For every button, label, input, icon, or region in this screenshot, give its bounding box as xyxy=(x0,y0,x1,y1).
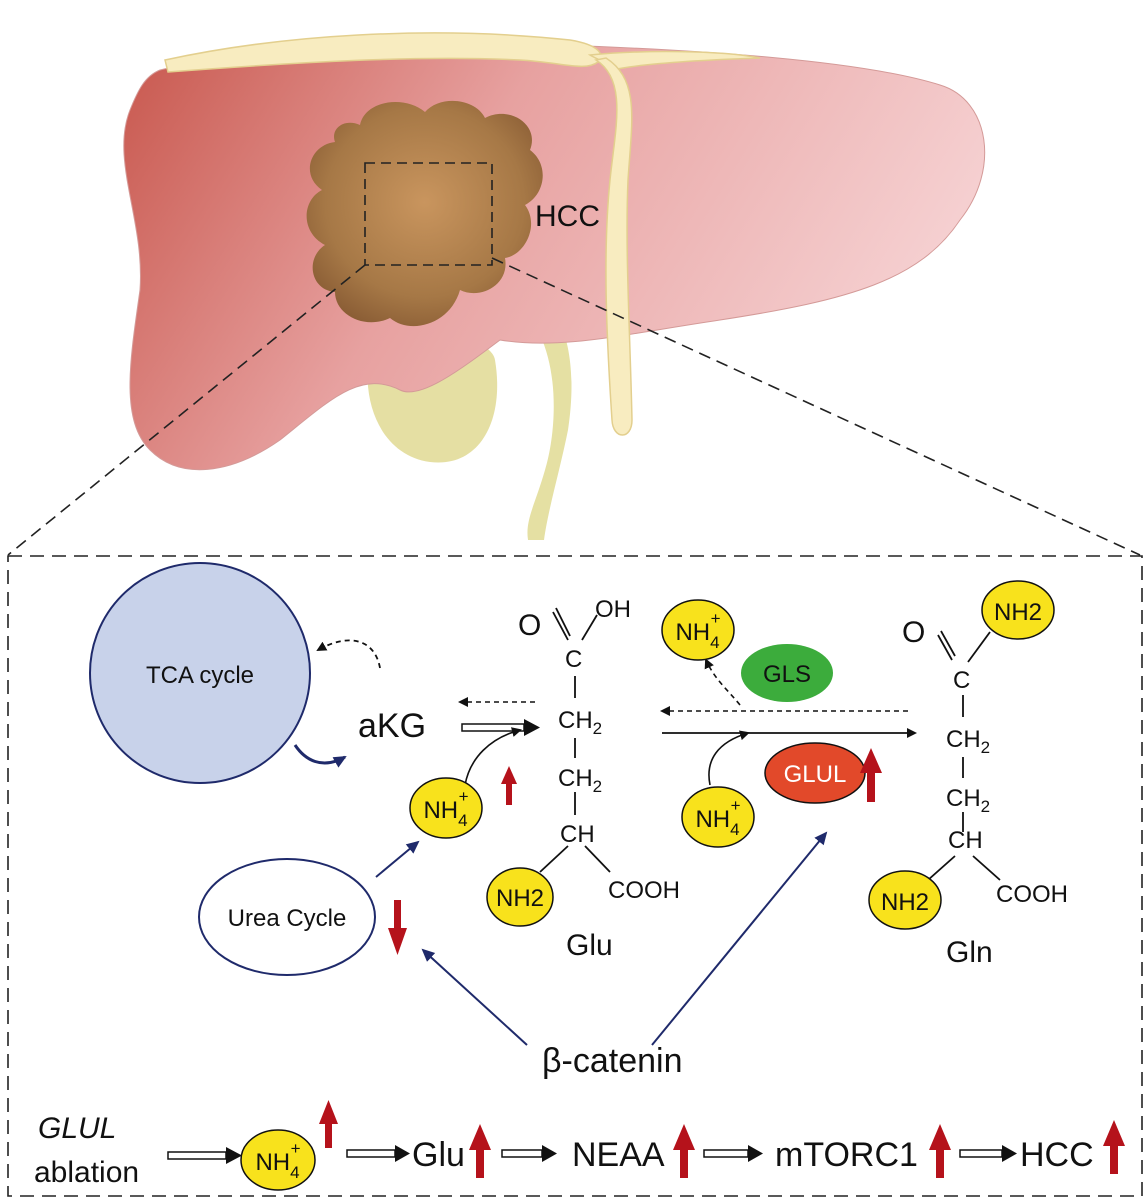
gln-ch2-b: CH2 xyxy=(946,785,990,816)
svg-text:NH4+: NH4+ xyxy=(675,609,720,652)
svg-text:NH4+: NH4+ xyxy=(695,796,740,839)
ligament-shape xyxy=(594,57,633,436)
glutamine-structure xyxy=(927,630,1001,881)
cascade-arrow-2 xyxy=(346,1145,410,1162)
cascade-step-glu: Glu xyxy=(412,1136,465,1174)
bile-duct-shape xyxy=(510,285,572,540)
cascade-ammonium-badge: NH4+ xyxy=(240,1129,316,1191)
cascade-arrow-5 xyxy=(959,1145,1017,1162)
beta-catenin-to-glul-arrow xyxy=(651,831,828,1046)
tca-exit-arc xyxy=(293,744,347,768)
glu-c: C xyxy=(565,646,582,673)
gln-cooh: COOH xyxy=(996,881,1068,908)
ammonium-badge-gls: NH4+ xyxy=(661,599,735,661)
ammonium-badge-akg: NH4+ xyxy=(409,777,483,839)
amine-badge-glu: NH2 xyxy=(486,867,554,927)
gln-c: C xyxy=(953,667,970,694)
svg-text:NH2: NH2 xyxy=(994,599,1042,626)
glu-cooh: COOH xyxy=(608,877,680,904)
urea-cycle-label: Urea Cycle xyxy=(228,905,347,932)
amine-badge-gln: NH2 xyxy=(868,870,942,930)
amine-badge-gln-top: NH2 xyxy=(981,580,1055,640)
cascade-step-mtorc1: mTORC1 xyxy=(775,1136,918,1174)
zoom-panel xyxy=(7,555,1143,1197)
ammonium-to-glul-arc xyxy=(708,730,750,786)
glul-enzyme-badge: GLUL xyxy=(764,742,866,804)
svg-text:NH2: NH2 xyxy=(881,889,929,916)
svg-text:NH4+: NH4+ xyxy=(255,1139,300,1182)
gln-name: Gln xyxy=(946,936,993,969)
up-arrow-glul xyxy=(860,748,882,802)
svg-text:GLUL: GLUL xyxy=(784,761,847,788)
gln-ch2-a: CH2 xyxy=(946,726,990,757)
glutamate-structure xyxy=(539,607,611,873)
glu-ch: CH xyxy=(560,821,595,848)
glul-gene-label: GLUL xyxy=(38,1112,116,1145)
cascade-up-arrow-hcc xyxy=(1103,1120,1125,1174)
tca-cycle-label: TCA cycle xyxy=(146,662,254,689)
gln-ch: CH xyxy=(948,827,983,854)
hcc-tumor-shape xyxy=(306,100,543,327)
gln-o: O xyxy=(902,616,925,649)
akg-to-glu-hollow-arrow xyxy=(461,719,540,736)
cascade-arrow-4 xyxy=(703,1145,763,1162)
zoom-line-right xyxy=(491,257,1141,556)
svg-text:NH2: NH2 xyxy=(496,885,544,912)
svg-text:GLS: GLS xyxy=(763,661,811,688)
ammonium-badge-glul: NH4+ xyxy=(681,786,755,848)
cascade-up-arrow-ammonium xyxy=(319,1100,338,1148)
glu-name: Glu xyxy=(566,929,613,962)
glu-oh: OH xyxy=(595,596,631,623)
zoom-box xyxy=(364,162,493,266)
beta-catenin-to-urea-arrow xyxy=(421,948,528,1046)
svg-text:NH4+: NH4+ xyxy=(423,787,468,830)
ablation-label: ablation xyxy=(34,1156,139,1189)
akg-to-tca-dashed-arrow xyxy=(316,639,381,669)
cascade-step-hcc: HCC xyxy=(1020,1136,1094,1174)
akg-label: aKG xyxy=(358,707,426,745)
zoom-line-left xyxy=(7,264,366,556)
beta-catenin-label: β-catenin xyxy=(542,1042,683,1080)
cascade-step-neaa: NEAA xyxy=(572,1136,665,1174)
gls-enzyme-badge: GLS xyxy=(741,644,833,702)
cascade-up-arrow-glu xyxy=(469,1124,491,1178)
nh4-to-akg-arc xyxy=(464,727,522,786)
cascade-up-arrow-mtorc1 xyxy=(929,1124,951,1178)
cascade-arrow-1 xyxy=(167,1147,242,1164)
gls-ammonium-release-arc xyxy=(704,658,741,706)
cascade-arrow-3 xyxy=(501,1145,557,1162)
glu-ch2-b: CH2 xyxy=(558,765,602,796)
cascade-up-arrow-neaa xyxy=(673,1124,695,1178)
urea-cycle-node xyxy=(198,858,376,976)
tca-cycle-node xyxy=(89,562,311,784)
glu-ch2-a: CH2 xyxy=(558,707,602,738)
liver-illustration: HCC xyxy=(123,32,986,540)
glu-o: O xyxy=(518,609,541,642)
urea-to-ammonium-arrow xyxy=(375,840,420,878)
down-arrow-urea xyxy=(388,900,407,955)
up-arrow-ammonium xyxy=(501,766,517,805)
hcc-label: HCC xyxy=(535,200,600,233)
